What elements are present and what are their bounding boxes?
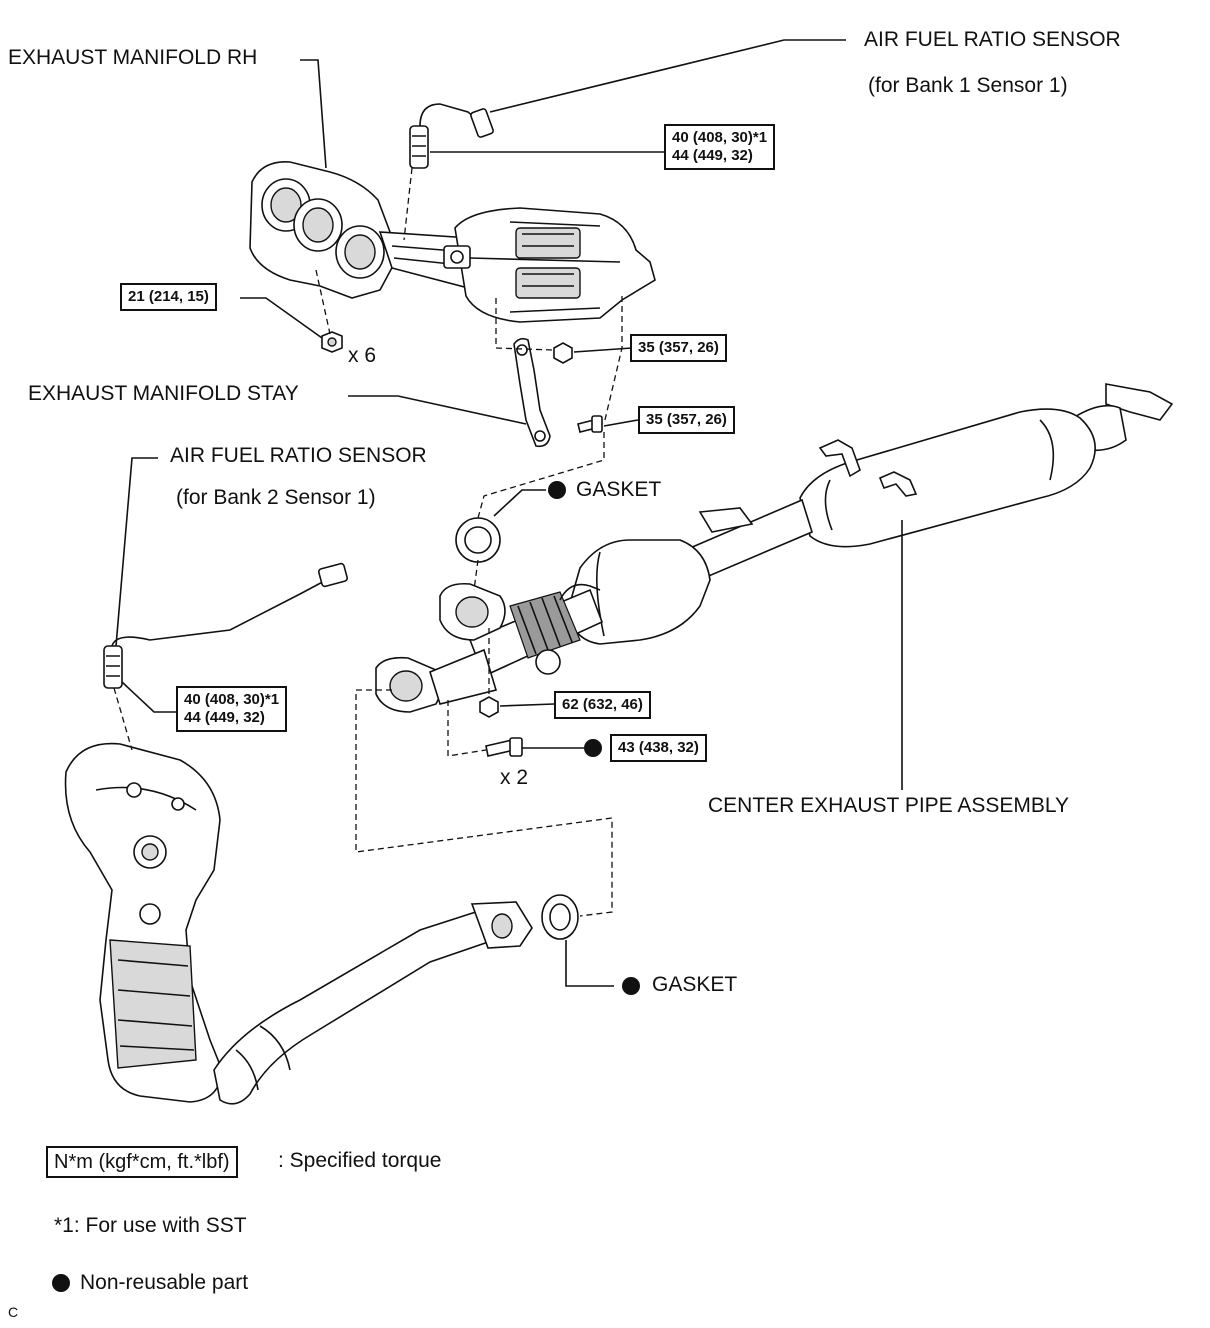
pipe-nut [479,696,499,718]
label-af-sensor-bank1: AIR FUEL RATIO SENSOR [864,28,1121,51]
torque-sensor-bank2: 40 (408, 30)*1 44 (449, 32) [176,686,288,732]
torque-sensor-bank1-line1: 40 (408, 30)*1 [672,129,768,146]
legend-unit-text: : Specified torque [278,1149,442,1172]
label-af-sensor-bank2: AIR FUEL RATIO SENSOR [170,444,427,467]
label-gasket-upper: GASKET [576,478,662,501]
torque-stay-nut: 35 (357, 26) [630,334,727,362]
leader-lines [115,39,903,987]
upper-gasket-drawing [455,517,501,563]
legend-unit-box: N*m (kgf*cm, ft.*lbf) [46,1146,238,1178]
torque-manifold-nuts: 21 (214, 15) [120,283,217,311]
label-af-sensor-bank2-note: (for Bank 2 Sensor 1) [176,486,376,509]
torque-sensor-bank1-line2: 44 (449, 32) [672,147,753,164]
exhaust-manifold-stay-drawing [513,337,551,448]
center-exhaust-pipe-drawing [375,383,1174,713]
torque-sensor-bank1: 40 (408, 30)*1 44 (449, 32) [664,124,776,170]
exhaust-manifold-rh-drawing [249,103,656,323]
torque-pipe-bolt: 43 (438, 32) [610,734,707,762]
label-qty-bolts: x 2 [500,766,529,789]
torque-sensor-bank2-line2: 44 (449, 32) [184,709,265,726]
front-exhaust-pipe-drawing [213,901,533,1105]
legend-nonreusable: Non-reusable part [80,1271,249,1294]
stay-nut [553,342,573,364]
label-exhaust-manifold-stay: EXHAUST MANIFOLD STAY [28,382,299,405]
label-gasket-lower: GASKET [652,973,738,996]
nonreusable-marker-pipe-bolt [584,739,602,757]
corner-mark: C [8,1304,19,1320]
torque-pipe-nut: 62 (632, 46) [554,691,651,719]
stay-bolt [577,415,603,433]
lower-gasket-drawing [541,894,579,940]
nonreusable-marker-lower-gasket [622,977,640,995]
label-af-sensor-bank1-note: (for Bank 1 Sensor 1) [868,74,1068,97]
torque-sensor-bank2-line1: 40 (408, 30)*1 [184,691,280,708]
nonreusable-marker-upper-gasket [548,481,566,499]
label-qty-nuts: x 6 [348,344,377,367]
exhaust-manifold-lh-drawing [64,562,349,1103]
assembly-dashed-lines [113,167,623,917]
legend-nonreusable-dot [52,1274,70,1292]
pipe-bolt [485,737,523,757]
legend-sst-note: *1: For use with SST [54,1214,247,1237]
torque-stay-bolt: 35 (357, 26) [638,406,735,434]
label-center-exhaust-pipe: CENTER EXHAUST PIPE ASSEMBLY [708,794,1069,817]
manifold-nut [321,331,343,353]
label-exhaust-manifold-rh: EXHAUST MANIFOLD RH [8,46,258,69]
